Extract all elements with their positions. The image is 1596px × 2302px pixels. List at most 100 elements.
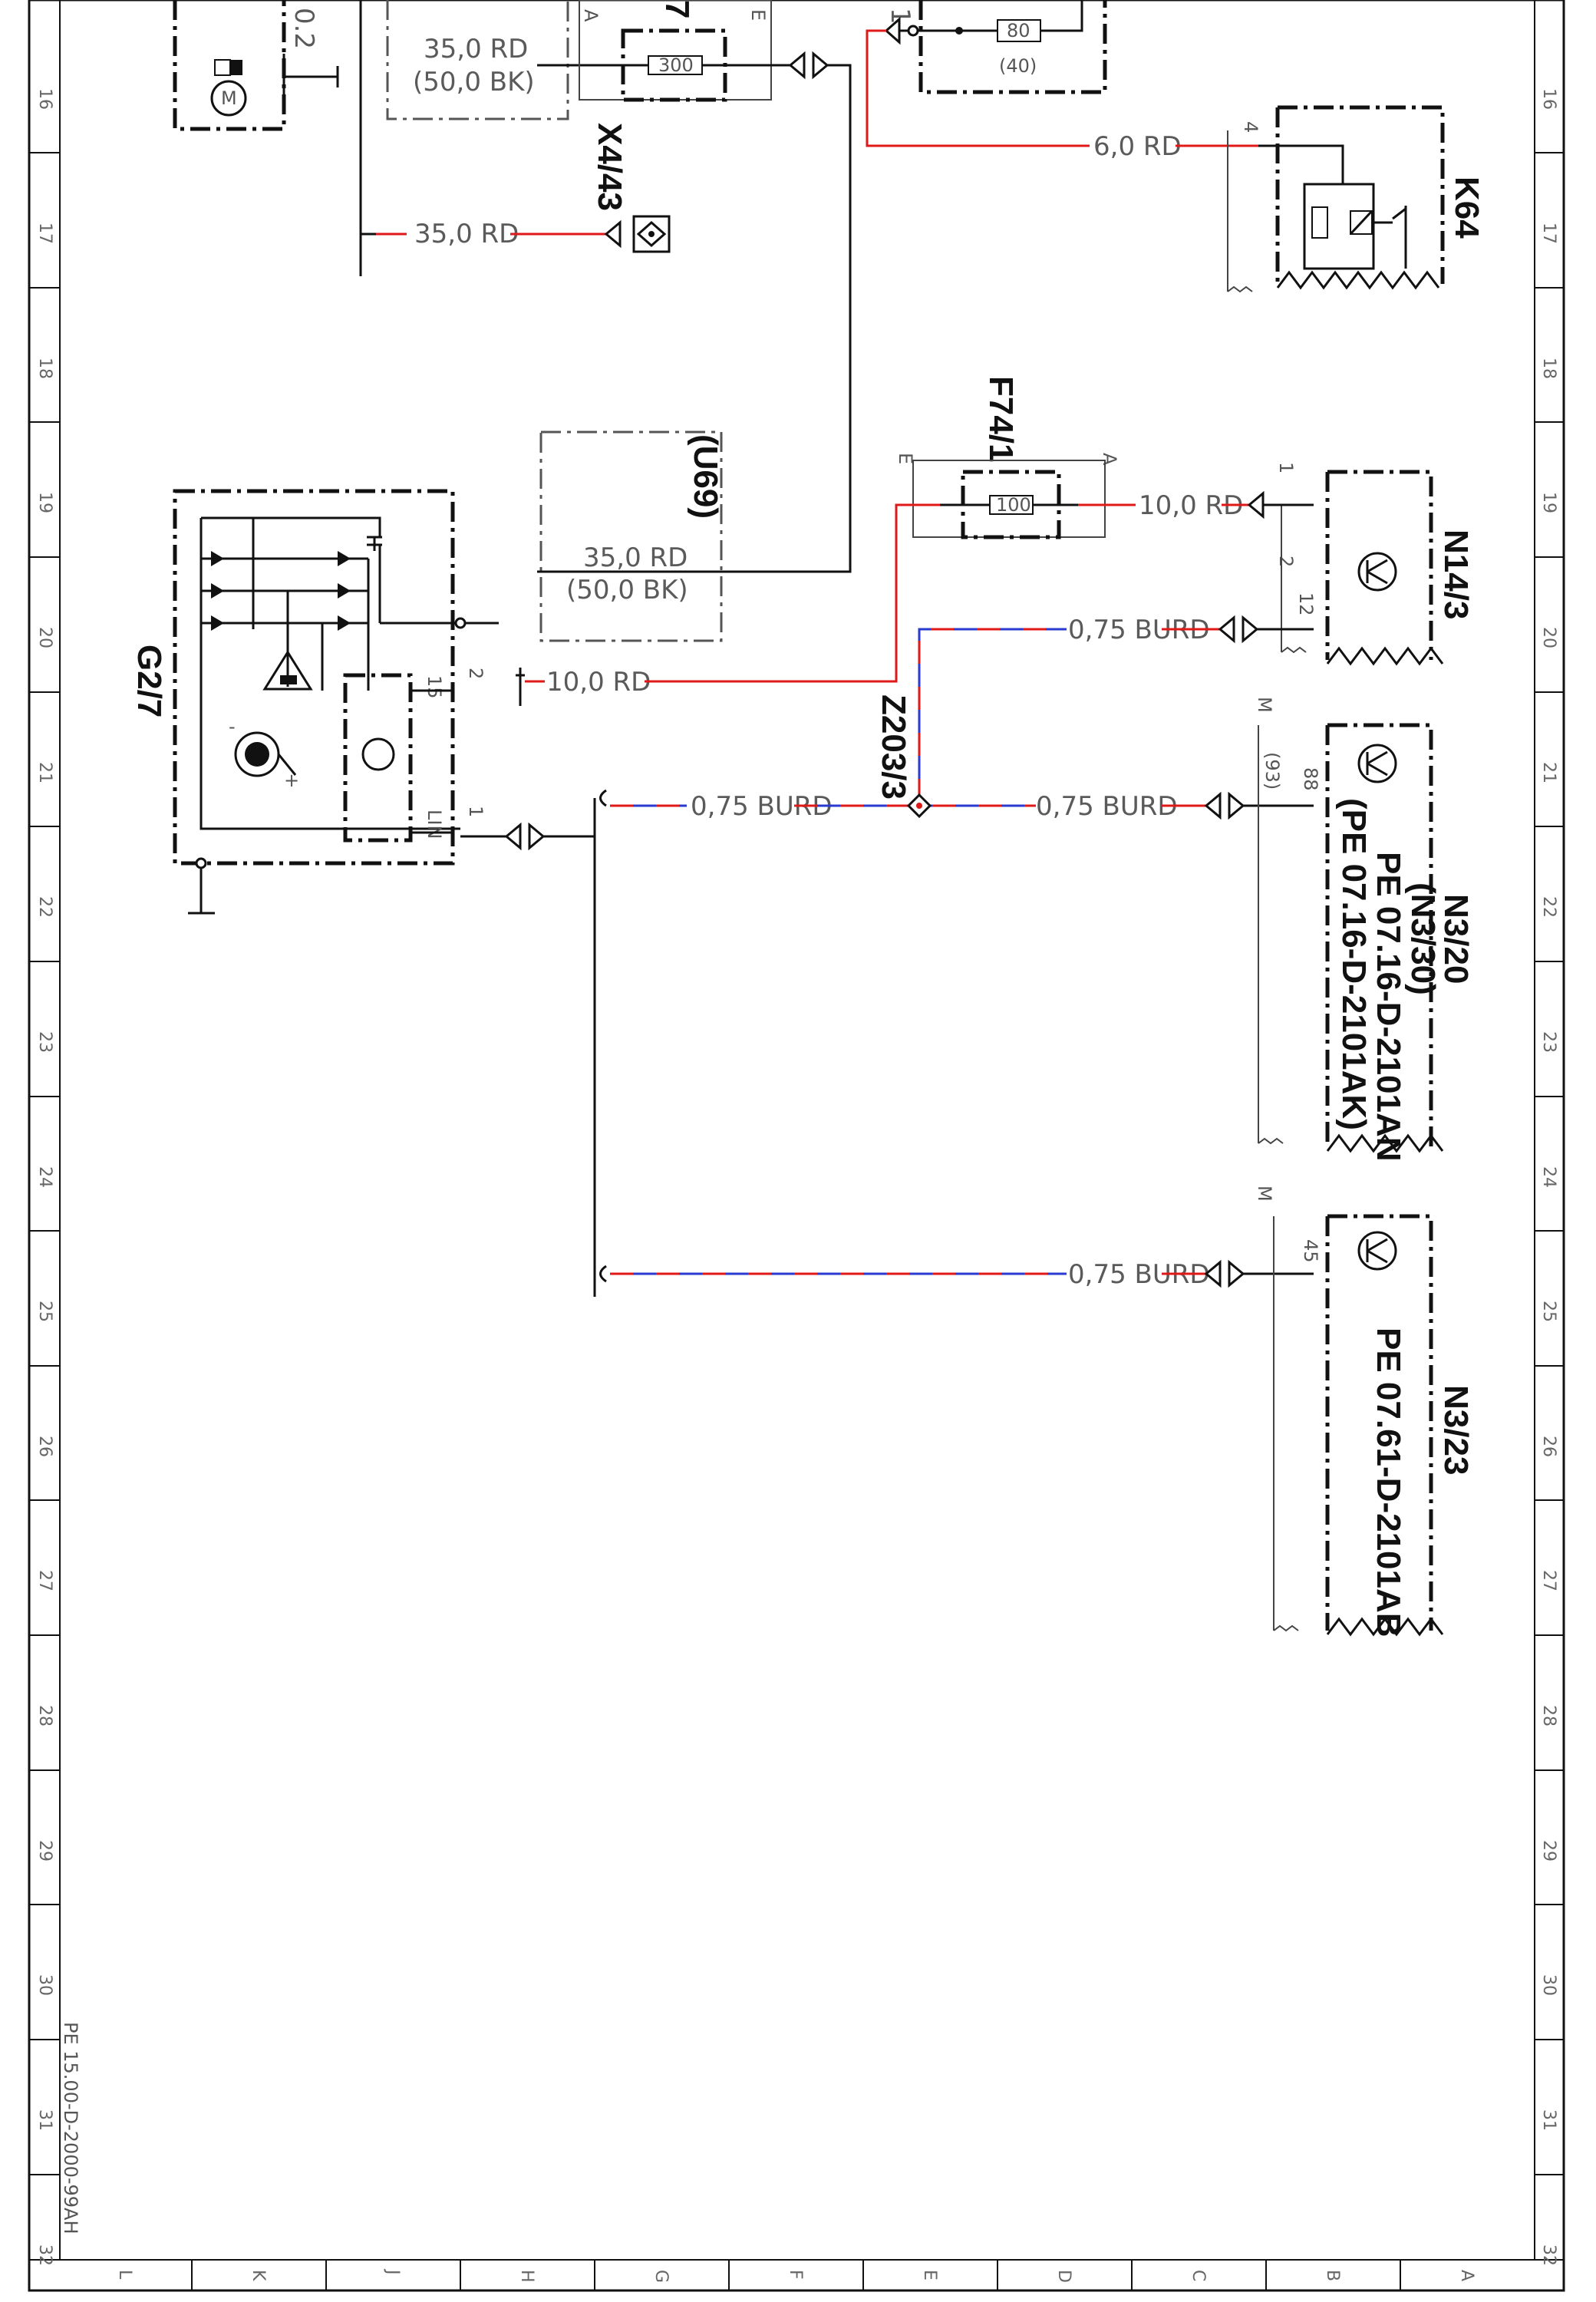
row-label: 21 [35, 762, 54, 783]
lin-bus: 0,75 BURD Z203/3 0,75 BURD 0,75 BURD [460, 694, 1314, 1297]
svg-text:M: M [221, 87, 237, 109]
svg-text:+: + [284, 770, 299, 791]
row-label: 25 [35, 1301, 54, 1322]
svg-text:1: 1 [885, 8, 915, 25]
row-label: 26 [35, 1436, 54, 1457]
row-label: 20 [35, 627, 54, 648]
svg-text:K64: K64 [1448, 176, 1486, 239]
g2-7-alternator: G2/7 - + 15 LIN 2 1 [130, 489, 499, 915]
row-label: 30 [35, 1974, 54, 1996]
svg-text:2: 2 [465, 668, 486, 679]
col-label: J [383, 2268, 402, 2275]
transistor-icon [361, 737, 395, 771]
col-label: K [249, 2270, 268, 2281]
row-label: 17 [35, 223, 54, 244]
svg-text:(PE 07.16-D-2101AK): (PE 07.16-D-2101AK) [1335, 798, 1373, 1130]
svg-text:PE 07.16-D-2101AN: PE 07.16-D-2101AN [1370, 852, 1407, 1162]
row-label: 25 [1539, 1301, 1558, 1322]
svg-text:A: A [1099, 453, 1120, 466]
svg-text:-: - [229, 716, 236, 737]
col-label: G [651, 2270, 671, 2283]
svg-text:E: E [895, 453, 916, 464]
row-label: 24 [35, 1166, 54, 1188]
row-label: 27 [35, 1570, 54, 1591]
svg-text:M: M [1254, 697, 1275, 713]
row-label: 28 [35, 1705, 54, 1726]
row-label: 31 [35, 2109, 54, 2131]
svg-text:E: E [747, 9, 769, 21]
diode-icon [201, 551, 368, 631]
u69-module: (U69) 35,0 RD (50,0 BK) [537, 430, 733, 642]
svg-text:1: 1 [465, 806, 486, 817]
row-label: 18 [35, 358, 54, 379]
row-label: 31 [1539, 2109, 1558, 2131]
svg-text:(93): (93) [1261, 752, 1283, 790]
row-label: 20 [1539, 627, 1558, 648]
svg-text:4: 4 [1240, 121, 1261, 133]
g27-10rd-wire: 10,0 RD [516, 667, 651, 706]
row-label: 32 [35, 2244, 54, 2266]
fuse-icon [997, 19, 1041, 42]
svg-text:12: 12 [1295, 592, 1317, 616]
row-label: 18 [1539, 358, 1558, 379]
doc-reference: PE 15.00-D-2000-99AH [60, 2022, 81, 2234]
row-label: 24 [1539, 1166, 1558, 1188]
row-label: 30 [1539, 1974, 1558, 1996]
svg-text:(N3/30): (N3/30) [1404, 882, 1442, 995]
svg-text:Z203/3: Z203/3 [875, 694, 912, 800]
row-label: 19 [1539, 492, 1558, 513]
drawing-frame [28, 0, 1565, 2292]
relay-icon [1303, 183, 1375, 270]
wire-label: 6,0 RD [1093, 131, 1182, 162]
svg-text:15: 15 [424, 675, 445, 699]
svg-text:2: 2 [1275, 556, 1297, 567]
row-label: 32 [1539, 2244, 1558, 2266]
n3-20-module: M (93) 88 N3/20 (N3/30) PE 07.16-D-2101A… [1254, 697, 1475, 1162]
col-label: A [1457, 2270, 1476, 2281]
svg-text:45: 45 [1300, 1239, 1321, 1263]
row-label: 27 [1539, 1570, 1558, 1591]
svg-text:A: A [580, 9, 602, 22]
col-label: L [115, 2270, 134, 2280]
transistor-icon [1357, 552, 1397, 592]
burd-wire-n14: 0,75 BURD [918, 615, 1314, 802]
top-right-fuse: 1 80 (40) 6,0 RD [866, 0, 1266, 162]
svg-text:F74/1: F74/1 [982, 376, 1020, 463]
svg-text:7: 7 [658, 0, 696, 18]
wire-label: 35,0 RD [414, 219, 519, 249]
row-labels-right: 16 17 18 19 20 21 22 23 24 25 26 27 28 2… [1539, 88, 1558, 2266]
row-label: 22 [1539, 896, 1558, 918]
svg-text:100: 100 [996, 494, 1031, 516]
row-label: 26 [1539, 1436, 1558, 1457]
svg-text:(40): (40) [999, 55, 1037, 77]
wire-label: 0,75 BURD [1036, 791, 1178, 822]
motor-icon [210, 80, 247, 117]
top-left-motor-component: M 0.2 [173, 0, 339, 131]
row-label: 29 [1539, 1840, 1558, 1862]
svg-text:PE 07.61-D-2101AB: PE 07.61-D-2101AB [1370, 1327, 1407, 1637]
wire-label: (50,0 BK) [566, 575, 688, 605]
row-label: 23 [1539, 1031, 1558, 1053]
row-labels-left: 16 17 18 19 20 21 22 23 24 25 26 27 28 2… [35, 88, 54, 2266]
n3-23-module: M 45 N3/23 PE 07.61-D-2101AB [1254, 1186, 1475, 1637]
wire-label: 10,0 RD [546, 667, 651, 698]
col-label: H [517, 2270, 536, 2283]
svg-text:88: 88 [1300, 767, 1321, 791]
connector-icon [1204, 791, 1245, 820]
col-label: D [1054, 2270, 1073, 2283]
svg-text:1: 1 [1275, 462, 1297, 473]
svg-text:G2/7: G2/7 [130, 645, 168, 717]
row-label: 28 [1539, 1705, 1558, 1726]
wire-label: (50,0 BK) [413, 67, 535, 97]
wire-label: 35,0 RD [424, 34, 528, 64]
x4-43-connector: 35,0 RD X4/43 [361, 123, 671, 253]
transistor-icon [1357, 1231, 1397, 1271]
col-label: F [786, 2270, 805, 2280]
n14-3-module: 1 2 12 N14/3 [1263, 462, 1475, 666]
row-label: 17 [1539, 223, 1558, 244]
wire-label: 35,0 RD [583, 543, 688, 573]
connector-icon [1218, 615, 1259, 644]
row-label: 29 [35, 1840, 54, 1862]
col-label: E [920, 2270, 939, 2281]
svg-text:300: 300 [658, 54, 694, 76]
